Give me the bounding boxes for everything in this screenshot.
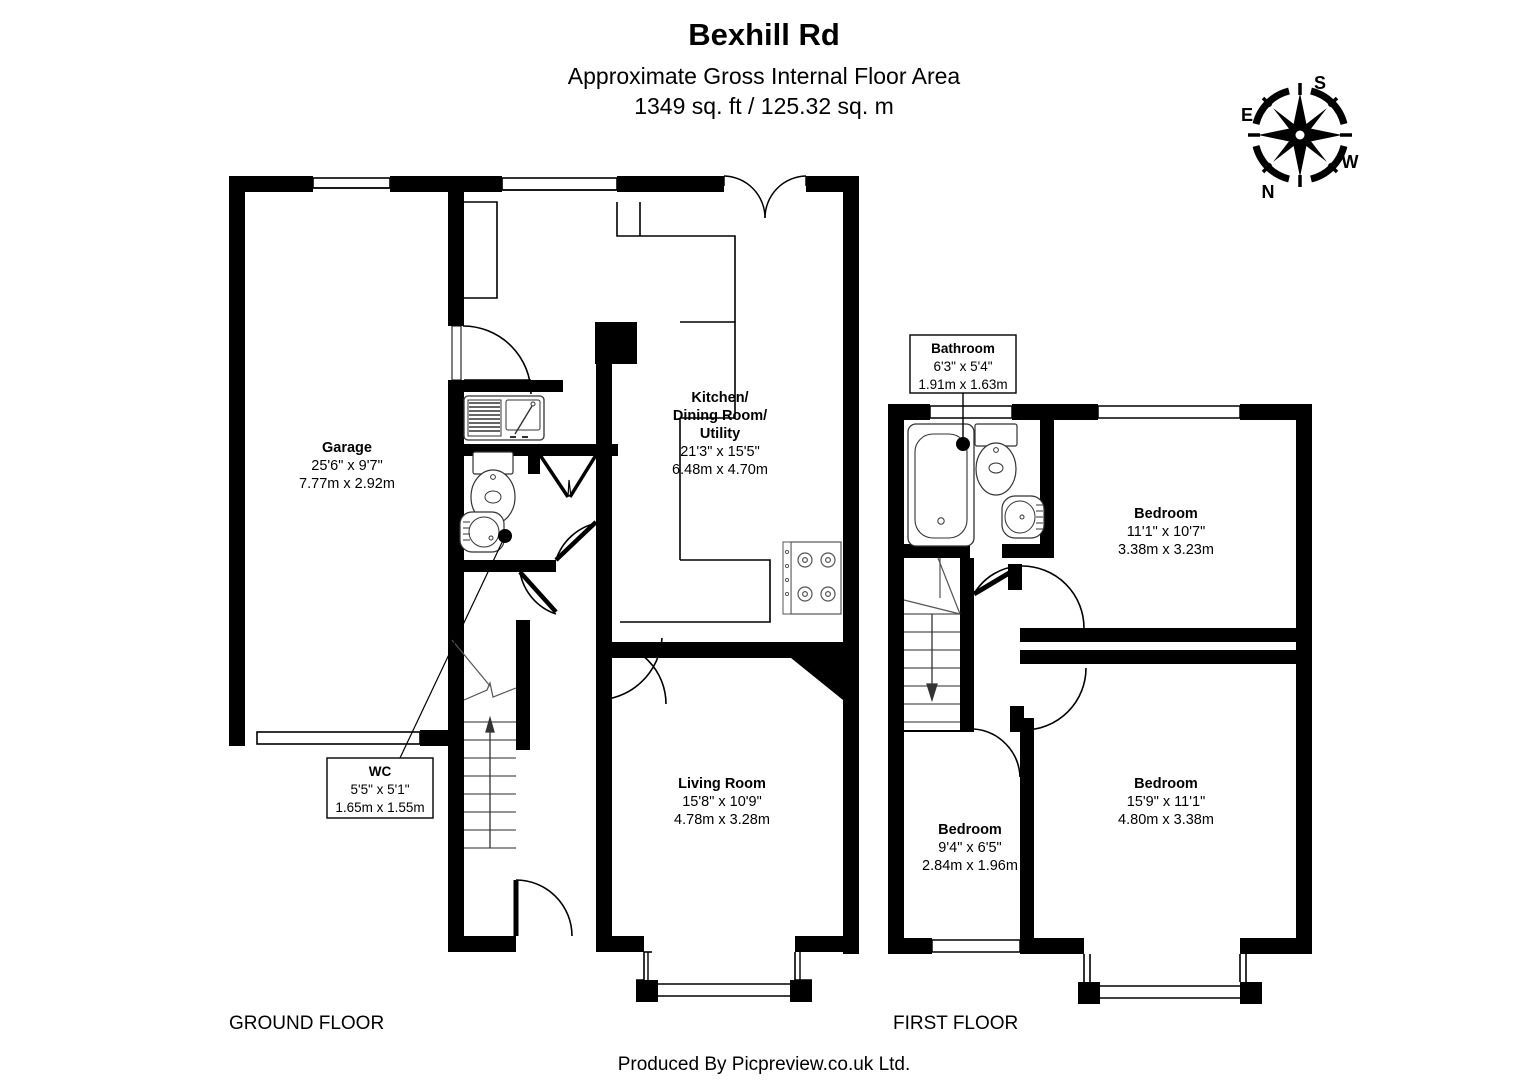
wc-dim-metric: 1.65m x 1.55m — [335, 800, 424, 815]
bathroom-toilet-fixture — [974, 423, 1018, 496]
double-doors-hall[interactable] — [538, 454, 598, 498]
door-landing-bedroom2[interactable] — [1023, 667, 1087, 731]
bedroom2-dim-imperial: 15'9" x 11'1" — [1127, 794, 1205, 810]
door-landing-bedroom1[interactable] — [1021, 565, 1085, 629]
wc-name: WC — [369, 764, 392, 779]
kitchen-dim-metric: 6.48m x 4.70m — [672, 462, 768, 478]
bathroom-dim-metric: 1.91m x 1.63m — [918, 377, 1007, 392]
compass-label-n: N — [1262, 182, 1275, 202]
header: Bexhill Rd Approximate Gross Internal Fl… — [568, 17, 961, 119]
header-subtitle-line1: Approximate Gross Internal Floor Area — [568, 63, 961, 89]
bedroom2-dim-metric: 4.80m x 3.38m — [1118, 812, 1214, 828]
bedroom3-name: Bedroom — [938, 822, 1002, 838]
kitchen-name-line1: Kitchen/ — [691, 390, 748, 406]
front-door[interactable] — [513, 879, 573, 937]
kitchen-hob-fixture — [782, 541, 842, 615]
door-hall-kitchen[interactable] — [554, 520, 598, 562]
bedroom1-dim-imperial: 11'1" x 10'7" — [1127, 524, 1205, 540]
staircase-first — [903, 557, 961, 730]
first-floor-label: FIRST FLOOR — [893, 1013, 1018, 1034]
ground-floor-walls — [229, 176, 859, 1002]
compass-label-w: W — [1342, 152, 1359, 172]
bathroom-basin-fixture — [1001, 495, 1045, 539]
room-label-wc: WC 5'5" x 5'1" 1.65m x 1.55m — [326, 757, 434, 819]
producer-credit: Produced By Picpreview.co.uk Ltd. — [618, 1054, 911, 1075]
first-floor-bay-window — [1083, 954, 1247, 999]
living-name: Living Room — [678, 776, 766, 792]
room-label-kitchen: Kitchen/ Dining Room/ Utility 21'3" x 15… — [672, 390, 768, 478]
door-hall-living[interactable] — [518, 570, 558, 615]
garage-dim-imperial: 25'6" x 9'7" — [311, 458, 382, 474]
utility-sink-unit — [463, 395, 545, 441]
bathroom-name: Bathroom — [931, 341, 995, 356]
bedroom3-dim-imperial: 9'4" x 6'5" — [938, 840, 1001, 856]
kitchen-name-line2: Dining Room/ — [673, 408, 767, 424]
living-dim-metric: 4.78m x 3.28m — [674, 812, 770, 828]
door-living-entry[interactable] — [595, 637, 667, 705]
room-label-bedroom1: Bedroom 11'1" x 10'7" 3.38m x 3.23m — [1118, 506, 1214, 558]
bedroom1-dim-metric: 3.38m x 3.23m — [1118, 542, 1214, 558]
first-floor-windows — [929, 405, 1241, 953]
room-label-bedroom2: Bedroom 15'9" x 11'1" 4.80m x 3.38m — [1118, 776, 1214, 828]
ground-floor-detail-lines — [256, 177, 771, 745]
ground-floor-plan: Garage 25'6" x 9'7" 7.77m x 2.92m Kitche… — [229, 175, 859, 1034]
room-label-bathroom: Bathroom 6'3" x 5'4" 1.91m x 1.63m — [909, 334, 1017, 394]
ground-floor-labels: Garage 25'6" x 9'7" 7.77m x 2.92m Kitche… — [299, 390, 770, 828]
first-floor-labels: Bathroom 6'3" x 5'4" 1.91m x 1.63m Bedro… — [909, 334, 1214, 874]
page-title: Bexhill Rd — [688, 17, 840, 52]
bathroom-dim-imperial: 6'3" x 5'4" — [933, 359, 992, 374]
wc-dim-imperial: 5'5" x 5'1" — [350, 782, 409, 797]
garage-name: Garage — [322, 440, 372, 456]
compass-label-e: E — [1241, 105, 1253, 125]
door-garage-hall[interactable] — [451, 325, 532, 395]
bathroom-leader-line — [956, 393, 970, 451]
living-dim-imperial: 15'8" x 10'9" — [682, 794, 762, 810]
door-landing-bathroom[interactable] — [972, 563, 1023, 597]
wc-basin-fixture — [459, 511, 505, 553]
compass-rose: S E N W — [1241, 73, 1359, 202]
room-label-garage: Garage 25'6" x 9'7" 7.77m x 2.92m — [299, 440, 395, 492]
garage-dim-metric: 7.77m x 2.92m — [299, 476, 395, 492]
room-label-bedroom3: Bedroom 9'4" x 6'5" 2.84m x 1.96m — [922, 822, 1018, 874]
french-doors-ground[interactable] — [723, 175, 807, 219]
header-subtitle-line2: 1349 sq. ft / 125.32 sq. m — [634, 93, 894, 119]
door-landing-bedroom3[interactable] — [973, 728, 1021, 778]
compass-label-s: S — [1314, 73, 1326, 93]
kitchen-name-line3: Utility — [700, 426, 740, 442]
first-floor-plan: Bathroom 6'3" x 5'4" 1.91m x 1.63m Bedro… — [888, 334, 1312, 1034]
bedroom1-name: Bedroom — [1134, 506, 1198, 522]
wc-leader-line — [399, 529, 512, 759]
staircase-ground — [451, 639, 517, 850]
bedroom3-dim-metric: 2.84m x 1.96m — [922, 858, 1018, 874]
kitchen-dim-imperial: 21'3" x 15'5" — [680, 444, 760, 460]
living-room-bay-window — [636, 951, 812, 1002]
bathroom-bath-fixture — [907, 423, 975, 547]
room-label-living: Living Room 15'8" x 10'9" 4.78m x 3.28m — [674, 776, 770, 828]
bedroom2-name: Bedroom — [1134, 776, 1198, 792]
first-floor-walls — [888, 404, 1312, 1004]
ground-floor-label: GROUND FLOOR — [229, 1013, 384, 1034]
